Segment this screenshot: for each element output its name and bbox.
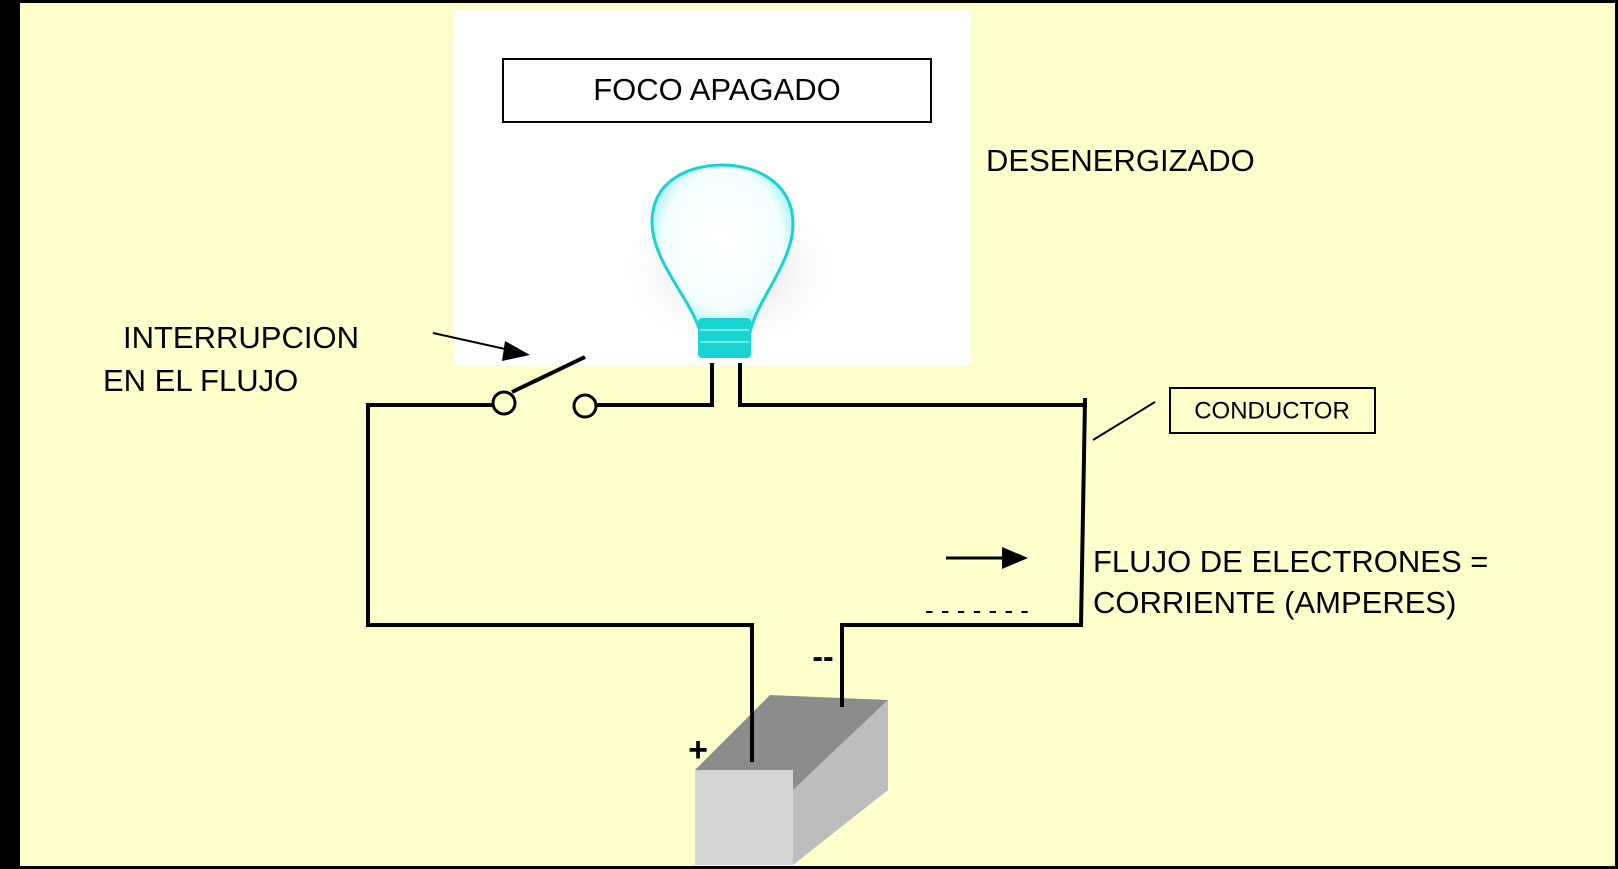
bulb-panel: FOCO APAGADO bbox=[453, 10, 971, 365]
switch-terminal-right bbox=[572, 393, 598, 419]
negative-sign: -- bbox=[812, 638, 833, 674]
battery-top bbox=[695, 695, 888, 790]
bulb-glass bbox=[650, 163, 795, 334]
left-border-bar bbox=[0, 0, 20, 869]
positive-sign: + bbox=[688, 731, 708, 769]
bulb-title-box bbox=[502, 58, 932, 123]
flow-label-line1: FLUJO DE ELECTRONES = bbox=[1093, 544, 1488, 579]
state-label: DESENERGIZADO bbox=[986, 143, 1255, 178]
interruption-label-line2: EN EL FLUJO bbox=[103, 363, 298, 398]
bulb-base bbox=[698, 318, 751, 358]
bulb-title: FOCO APAGADO bbox=[593, 72, 840, 107]
conductor-pointer-line bbox=[1092, 401, 1156, 441]
wire-left-loop bbox=[366, 403, 754, 764]
battery-icon bbox=[695, 695, 888, 865]
flow-label-line2: CORRIENTE (AMPERES) bbox=[1093, 585, 1456, 620]
interruption-label-line1: INTERRUPCION bbox=[123, 320, 359, 355]
flow-direction-arrow bbox=[946, 547, 1028, 569]
open-switch-icon bbox=[491, 355, 598, 419]
battery-front bbox=[695, 770, 793, 865]
light-bulb-icon bbox=[615, 163, 845, 358]
conductor-label: CONDUCTOR bbox=[1194, 397, 1350, 424]
electron-dashes: - - - - - - - bbox=[925, 595, 1029, 625]
conductor-label-box bbox=[1169, 387, 1376, 434]
battery-side bbox=[793, 700, 888, 865]
switch-terminal-left bbox=[491, 390, 517, 416]
interruption-pointer-arrow bbox=[432, 332, 530, 361]
